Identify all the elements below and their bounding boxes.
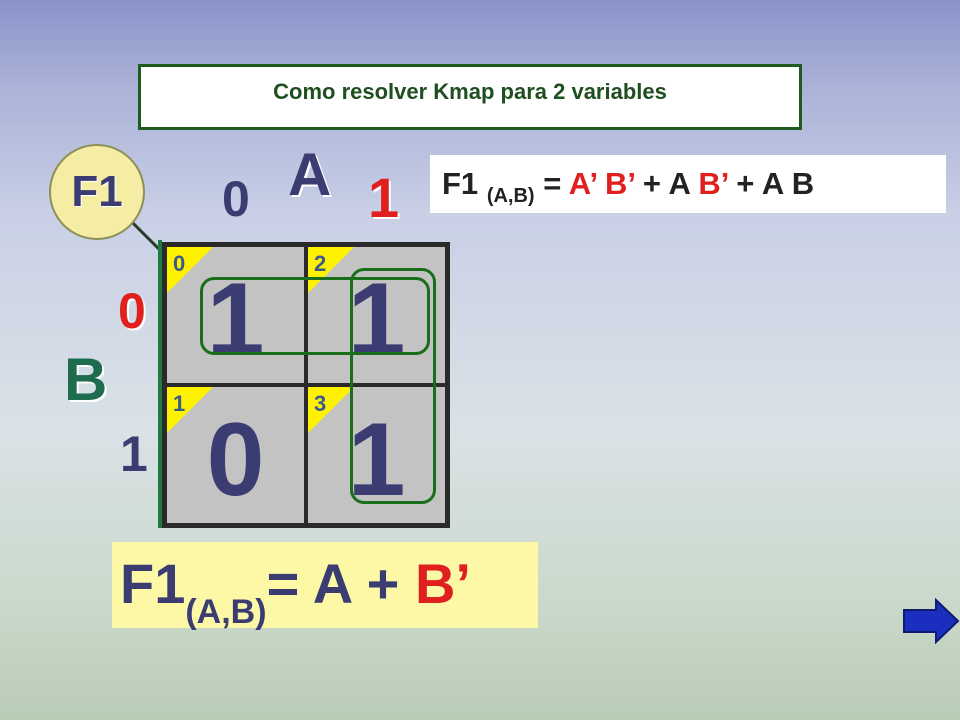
variable-a-label: A — [288, 141, 332, 208]
cell-index: 0 — [173, 251, 186, 276]
cell-index: 2 — [314, 251, 327, 276]
equation-plus-2: + — [736, 166, 755, 201]
equation-args: (A,B) — [486, 185, 535, 207]
cell-value: 0 — [206, 402, 265, 518]
equation-term-2b: B’ — [698, 166, 728, 201]
result-plus: + — [366, 552, 400, 615]
group-outline-right-column — [350, 268, 436, 504]
equation-lhs: F1 — [442, 166, 479, 201]
cell-value: 1 — [206, 262, 265, 378]
cell-corner-marker — [308, 247, 354, 293]
cell-corner-marker — [308, 387, 354, 433]
slide-title-box: Como resolver Kmap para 2 variables — [138, 64, 802, 130]
column-label-0: 0 — [222, 171, 250, 227]
equation-term-1: A’ B’ — [568, 166, 635, 201]
karnaugh-map-grid: 0 1 2 1 1 0 3 1 — [162, 242, 450, 528]
equation-term-2a: A — [668, 166, 690, 201]
right-arrow-icon[interactable] — [902, 598, 960, 644]
equation-equals: = — [543, 166, 562, 201]
variable-b-label: B — [64, 346, 108, 413]
sum-of-products-equation: F1 (A,B) = A’ B’ + A B’ + A B — [430, 155, 946, 213]
simplified-result: F1(A,B)= A + B’ — [112, 542, 538, 631]
function-name: F1 — [71, 167, 123, 216]
result-args: (A,B) — [185, 593, 267, 631]
equation-term-3: A B — [761, 166, 815, 201]
function-label-circle: F1 — [49, 144, 145, 240]
group-outline-top-row — [200, 277, 430, 355]
result-lhs: F1 — [120, 552, 186, 615]
cell-index: 1 — [173, 391, 186, 416]
kmap-cell-0: 0 1 — [165, 245, 306, 385]
result-equals-a: = A — [266, 552, 352, 615]
column-label-1: 1 — [368, 166, 400, 229]
cell-corner-marker — [167, 387, 213, 433]
slide-title: Como resolver Kmap para 2 variables — [273, 79, 667, 104]
kmap-cell-1: 1 0 — [165, 385, 306, 525]
result-term: B’ — [414, 552, 471, 615]
row-label-0: 0 — [118, 283, 146, 339]
equation-plus-1: + — [642, 166, 661, 201]
kmap-left-axis-line — [158, 240, 162, 528]
cell-index: 3 — [314, 391, 327, 416]
row-label-1: 1 — [120, 426, 148, 482]
